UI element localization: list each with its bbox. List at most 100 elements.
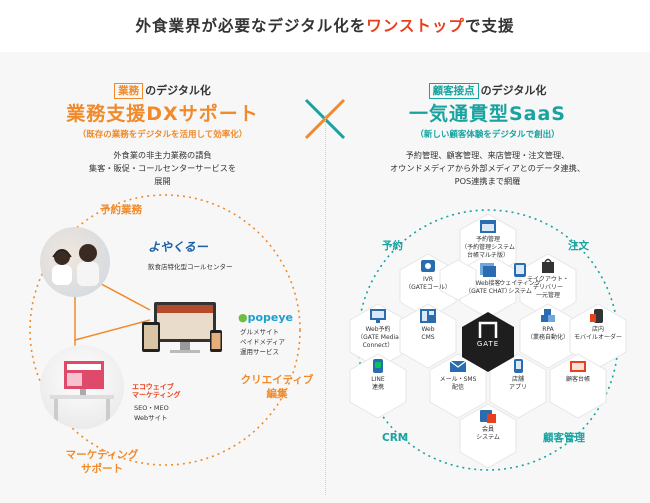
node-web-sekkyaku: Web接客（GATE CHAT）: [457, 258, 519, 306]
node-text: デリバリー: [532, 284, 563, 291]
label-marketing-line: サポート: [81, 463, 123, 475]
node-text: 顧客台帳: [565, 376, 590, 383]
mobile-icon: [590, 309, 603, 323]
ecowave-logo-line: マーケティング: [132, 391, 181, 399]
phone-icon: [421, 260, 435, 272]
page-title: 外食業界が必要なデジタル化をワンストップで支援: [0, 14, 650, 36]
right-desc-line: オウンドメディアから外部メディアとのデータ連携、: [389, 163, 586, 173]
popeye-caption-line: グルメサイト: [240, 328, 279, 336]
node-waiting: ウェイティングシステム: [489, 258, 551, 306]
right-tag-suffix: のデジタル化: [480, 84, 547, 97]
left-desc-line: 集客・販促・コールセンターサービスを: [88, 163, 237, 173]
cubes-icon: [541, 309, 555, 322]
left-desc-line: 展開: [154, 176, 171, 186]
label-creative: クリエイティブ 編集: [232, 373, 322, 401]
gate-logo-icon: [478, 321, 498, 338]
node-text: （GATEコール）: [405, 284, 451, 291]
node-text: メール・SMS: [439, 376, 477, 383]
right-heading: 一気通貫型SaaS: [408, 103, 566, 125]
right-desc-line: POS連携まで網羅: [454, 176, 521, 186]
ecowave-caption: SEO・MEO Webサイト: [134, 403, 169, 423]
left-desc-line: 外食業の非主力業務の請負: [113, 150, 212, 160]
node-text: Web: [421, 326, 435, 333]
right-orbit: [349, 209, 627, 471]
right-description: 予約管理、顧客管理、来店管理・注文管理、 オウンドメディアから外部メディアとのデ…: [345, 149, 630, 188]
gate-center: GATE: [462, 320, 514, 348]
node-text: モバイルオーダー: [573, 334, 622, 341]
callcenter-photo: [40, 227, 110, 297]
gate-label: GATE: [476, 340, 500, 348]
node-app: 店舗アプリ: [487, 354, 549, 402]
left-heading: 業務支援DXサポート: [66, 103, 259, 125]
node-daicho: 顧客台帳: [547, 354, 609, 402]
label-marketing-line: マーケティング: [65, 449, 139, 461]
mail-icon: [449, 360, 467, 372]
label-reservation: 予約: [382, 240, 403, 252]
label-order: 注文: [568, 240, 589, 252]
node-text: （業務自動化）: [526, 334, 569, 341]
title-suffix: で支援: [464, 17, 515, 35]
left-description: 外食業の非主力業務の請負 集客・販促・コールセンターサービスを 展開: [20, 149, 305, 188]
node-text: LINE: [371, 376, 385, 383]
marketing-photo: [40, 345, 124, 429]
node-text: システム: [508, 288, 532, 295]
card-icon: [480, 410, 496, 423]
node-text: Web接客: [475, 280, 501, 287]
node-text: 一元管理: [535, 292, 560, 299]
popeye-caption: グルメサイト ペイドメディア 運用サービス: [240, 327, 285, 357]
node-text: 配信: [451, 384, 464, 391]
bag-icon: [542, 258, 554, 273]
layout-icon: [420, 309, 436, 323]
node-ivr: IVR（GATEコール）: [397, 254, 459, 302]
phone-app-icon: [514, 359, 523, 373]
node-text: IVR: [422, 276, 434, 283]
node-text: （予約管理システム: [461, 244, 515, 251]
title-text: 外食業界が必要なデジタル化を: [135, 17, 367, 35]
yokkuru-logo: よやくるー: [148, 240, 208, 254]
monitor-icon: [370, 309, 386, 323]
node-text: 店舗: [511, 376, 524, 383]
popeye-caption-line: ペイドメディア: [240, 338, 286, 346]
label-crm: CRM: [382, 432, 409, 444]
node-text: 会員: [481, 426, 494, 433]
node-text: （GATE Media: [357, 334, 399, 341]
right-tag: 顧客接点: [428, 83, 479, 99]
center-divider: [325, 115, 326, 495]
node-text: ウェイティング: [499, 280, 541, 287]
node-text: Web予約: [365, 326, 391, 333]
ecowave-caption-line: Webサイト: [134, 414, 168, 422]
node-text: （GATE CHAT）: [465, 288, 511, 295]
node-yoyaku-kanri: 予約管理（予約管理システム台帳マルチ版）: [457, 214, 519, 262]
node-kaiin: 会員システム: [457, 404, 519, 452]
node-rpa: RPA（業務自動化）: [517, 304, 579, 352]
tablet-icon: [514, 263, 526, 277]
node-text: 台帳マルチ版）: [466, 252, 509, 259]
node-text: CMS: [421, 334, 435, 341]
right-subheading: 顧客接点のデジタル化: [345, 79, 630, 99]
node-text: テイクアウト・: [527, 276, 569, 283]
left-subheading: 業務のデジタル化: [20, 79, 305, 99]
ecowave-logo-line: エコウェイブ: [132, 383, 174, 391]
right-paren: （新しい顧客体験をデジタルで創出）: [415, 130, 560, 140]
node-text: RPA: [542, 326, 554, 333]
popeye-logo-text: popeye: [247, 311, 294, 324]
node-text: Connect）: [362, 342, 394, 349]
label-creative-line: 編集: [266, 388, 288, 400]
label-reservation-work: 予約業務: [100, 204, 142, 216]
ledger-icon: [570, 361, 586, 372]
left-tag: 業務: [114, 83, 144, 99]
label-creative-line: クリエイティブ: [240, 374, 314, 386]
left-tag-suffix: のデジタル化: [145, 84, 211, 97]
node-text: 店内: [591, 326, 604, 333]
yokkuru-caption: 飲食店特化型コールセンター: [148, 263, 233, 271]
popeye-logo: ●popeye: [238, 311, 294, 324]
popeye-caption-line: 運用サービス: [240, 348, 279, 356]
calendar-icon: [480, 220, 496, 233]
devices-illustration: [140, 300, 230, 358]
ecowave-caption-line: SEO・MEO: [134, 404, 169, 412]
label-customer-management: 顧客管理: [543, 432, 585, 444]
